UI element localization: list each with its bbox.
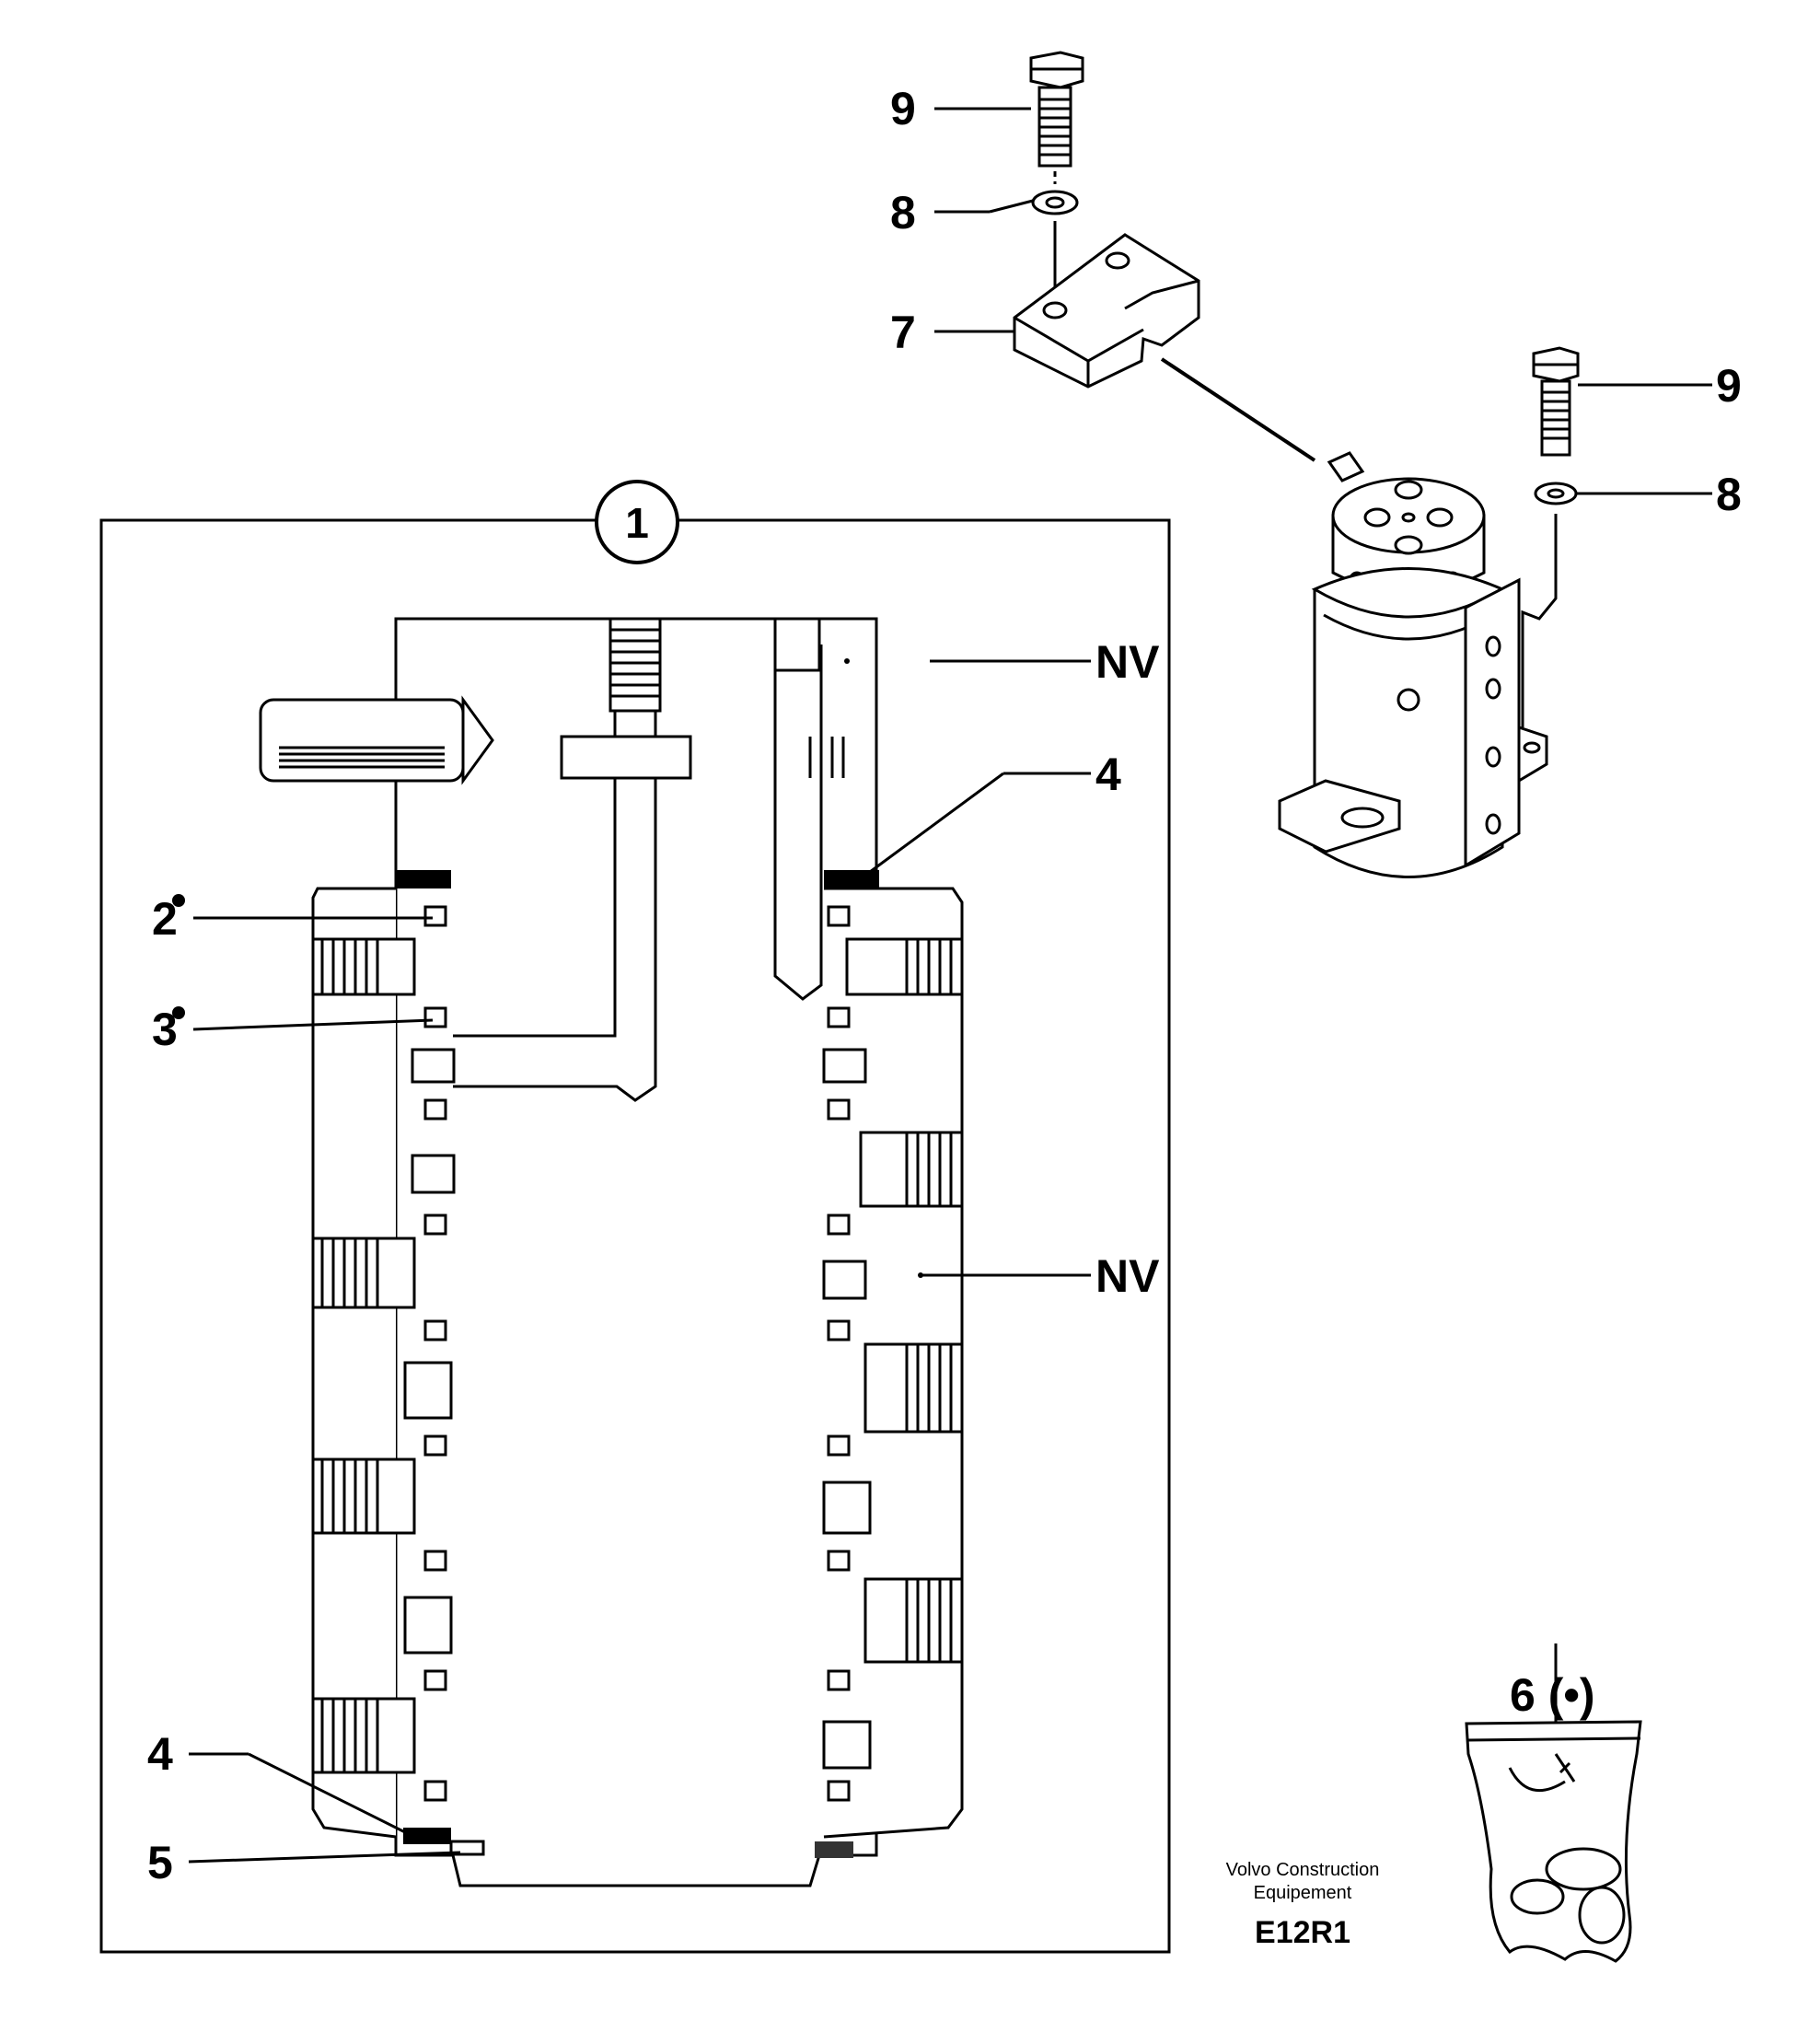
- washer-part-top: [1031, 190, 1079, 295]
- bullet-dot-3: [172, 1006, 185, 1019]
- bolt-part-top: [1029, 51, 1084, 184]
- port-threads-left: [311, 937, 416, 1774]
- oring-slots: [403, 905, 872, 1802]
- brand-line-1: Volvo Construction: [1226, 1860, 1380, 1880]
- callout-item-5: 5: [147, 1837, 173, 1888]
- leader-lines: [188, 107, 1712, 1864]
- washer-part-right: [1521, 482, 1578, 727]
- seal-kit-bag-part: [1465, 1720, 1642, 1963]
- callout-item-4-bottom: 4: [147, 1728, 173, 1780]
- callout-item-7: 7: [890, 307, 916, 358]
- rotor-core-part: [259, 617, 964, 1887]
- swivel-joint-part: [1278, 451, 1548, 878]
- brand-line-2: Equipement: [1254, 1883, 1352, 1903]
- callout-item-6: 6 (•): [1510, 1669, 1595, 1721]
- callout-item-4-top: 4: [1095, 749, 1121, 800]
- callout-item-8-right: 8: [1716, 469, 1742, 520]
- callout-item-8-left: 8: [890, 187, 916, 238]
- callout-item-1: 1: [625, 499, 649, 547]
- bolt-part-right: [1532, 346, 1580, 457]
- port-threads-right: [560, 735, 964, 1664]
- clamp-plate-part: [1013, 233, 1200, 389]
- plate-connector-line: [1160, 357, 1316, 462]
- bullet-dot-2: [172, 894, 185, 907]
- item-1-circle: [595, 480, 679, 564]
- callout-nv-top: NV: [1095, 636, 1160, 688]
- callout-item-9-left: 9: [890, 83, 916, 134]
- callout-item-9-right: 9: [1716, 360, 1742, 412]
- callout-nv-mid: NV: [1095, 1250, 1160, 1302]
- drawing-code: E12R1: [1255, 1915, 1350, 1950]
